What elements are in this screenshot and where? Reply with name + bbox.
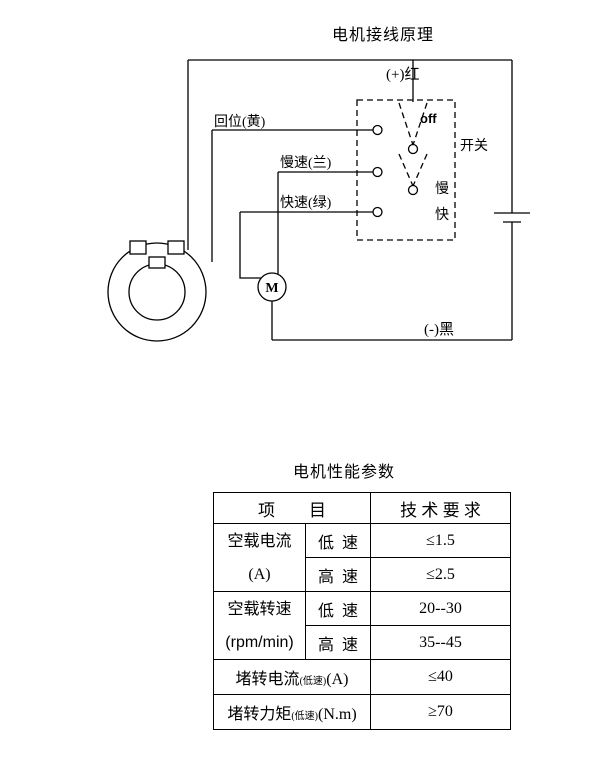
cell-no-load-current: 空载电流 (A) xyxy=(213,523,306,592)
cell-stall-torque: 堵转力矩(低速)(N.m) xyxy=(213,694,371,730)
cam-keyway xyxy=(148,256,166,269)
negative-label: (-)黑 xyxy=(424,322,454,338)
positive-label: (+)红 xyxy=(386,66,419,83)
slow-position-label: 慢 xyxy=(435,180,449,197)
fast-position-label: 快 xyxy=(435,207,449,223)
stall-note: (低速) xyxy=(291,711,319,722)
switch-box xyxy=(356,99,456,241)
header-item: 项 目 xyxy=(213,492,371,524)
switch-contact-lower-right xyxy=(412,153,428,187)
cam-inner-circle xyxy=(128,263,186,321)
cell-value: ≤2.5 xyxy=(370,557,511,592)
table-row: 高 速 35--45 xyxy=(214,625,511,660)
cell-value: 20--30 xyxy=(370,591,511,626)
stall-note: (低速) xyxy=(299,676,327,687)
stall-unit: (N.m) xyxy=(318,706,357,723)
cam-outer-circle xyxy=(107,242,207,342)
off-label: off xyxy=(420,111,437,126)
slow-wire-label: 慢速(兰) xyxy=(280,154,332,171)
table-row: 高 速 ≤2.5 xyxy=(214,557,511,592)
cell-value: ≤40 xyxy=(370,659,511,695)
terminal-off xyxy=(372,124,383,136)
table-row: 空载转速 (rpm/min) 低 速 20--30 xyxy=(213,591,511,660)
cam-notch-right xyxy=(167,240,185,255)
group-name: 空载电流 xyxy=(227,532,292,550)
terminal-slow xyxy=(372,166,383,178)
table-header-row: 项 目 技 术 要 求 xyxy=(213,492,511,524)
switch-contact-upper-left xyxy=(398,102,414,146)
group-unit: (rpm/min) xyxy=(225,633,294,651)
wiring-diagram: (+)红 (-)黑 开关 off 慢 快 回位(黄) 慢速(兰) 快速(绿) M xyxy=(107,59,530,342)
table-title: 电机性能参数 xyxy=(293,464,396,481)
switch-pivot-upper xyxy=(407,143,419,155)
table-row: 空载电流 (A) 低 速 ≤1.5 xyxy=(213,523,511,592)
fast-wire-vertical xyxy=(239,212,261,279)
cell-speed: 高 速 xyxy=(305,625,371,660)
cell-speed: 高 速 xyxy=(305,557,371,592)
group-name: 空载转速 xyxy=(227,600,292,618)
fast-wire-label: 快速(绿) xyxy=(280,195,332,211)
terminal-fast xyxy=(372,206,383,218)
cell-stall-current: 堵转电流(低速)(A) xyxy=(213,659,371,695)
switch-contact-upper-right xyxy=(412,102,428,146)
cell-speed: 低 速 xyxy=(305,523,371,558)
table-row: 堵转力矩(低速)(N.m) ≥70 xyxy=(213,694,511,730)
header-requirement: 技 术 要 求 xyxy=(370,492,511,524)
group-unit: (A) xyxy=(248,565,271,583)
cell-value: ≤1.5 xyxy=(370,523,511,558)
cell-no-load-speed: 空载转速 (rpm/min) xyxy=(213,591,306,660)
cam-notch-left xyxy=(129,240,147,255)
switch-contact-lower-left xyxy=(398,153,414,187)
return-wire-label: 回位(黄) xyxy=(214,113,266,130)
cell-value: ≥70 xyxy=(370,694,511,730)
table-row: 堵转电流(低速)(A) ≤40 xyxy=(213,659,511,695)
stall-name: 堵转力矩 xyxy=(227,706,292,723)
cell-speed: 低 速 xyxy=(305,591,371,626)
performance-table: 项 目 技 术 要 求 空载电流 (A) 低 速 ≤1.5 高 速 ≤2.5 空… xyxy=(213,492,511,730)
motor-letter: M xyxy=(265,281,278,296)
switch-pivot-lower xyxy=(407,184,419,196)
stall-unit: (A) xyxy=(326,671,349,688)
cell-value: 35--45 xyxy=(370,625,511,660)
stall-name: 堵转电流 xyxy=(235,671,300,688)
switch-label: 开关 xyxy=(460,138,488,154)
diagram-title: 电机接线原理 xyxy=(332,27,435,44)
